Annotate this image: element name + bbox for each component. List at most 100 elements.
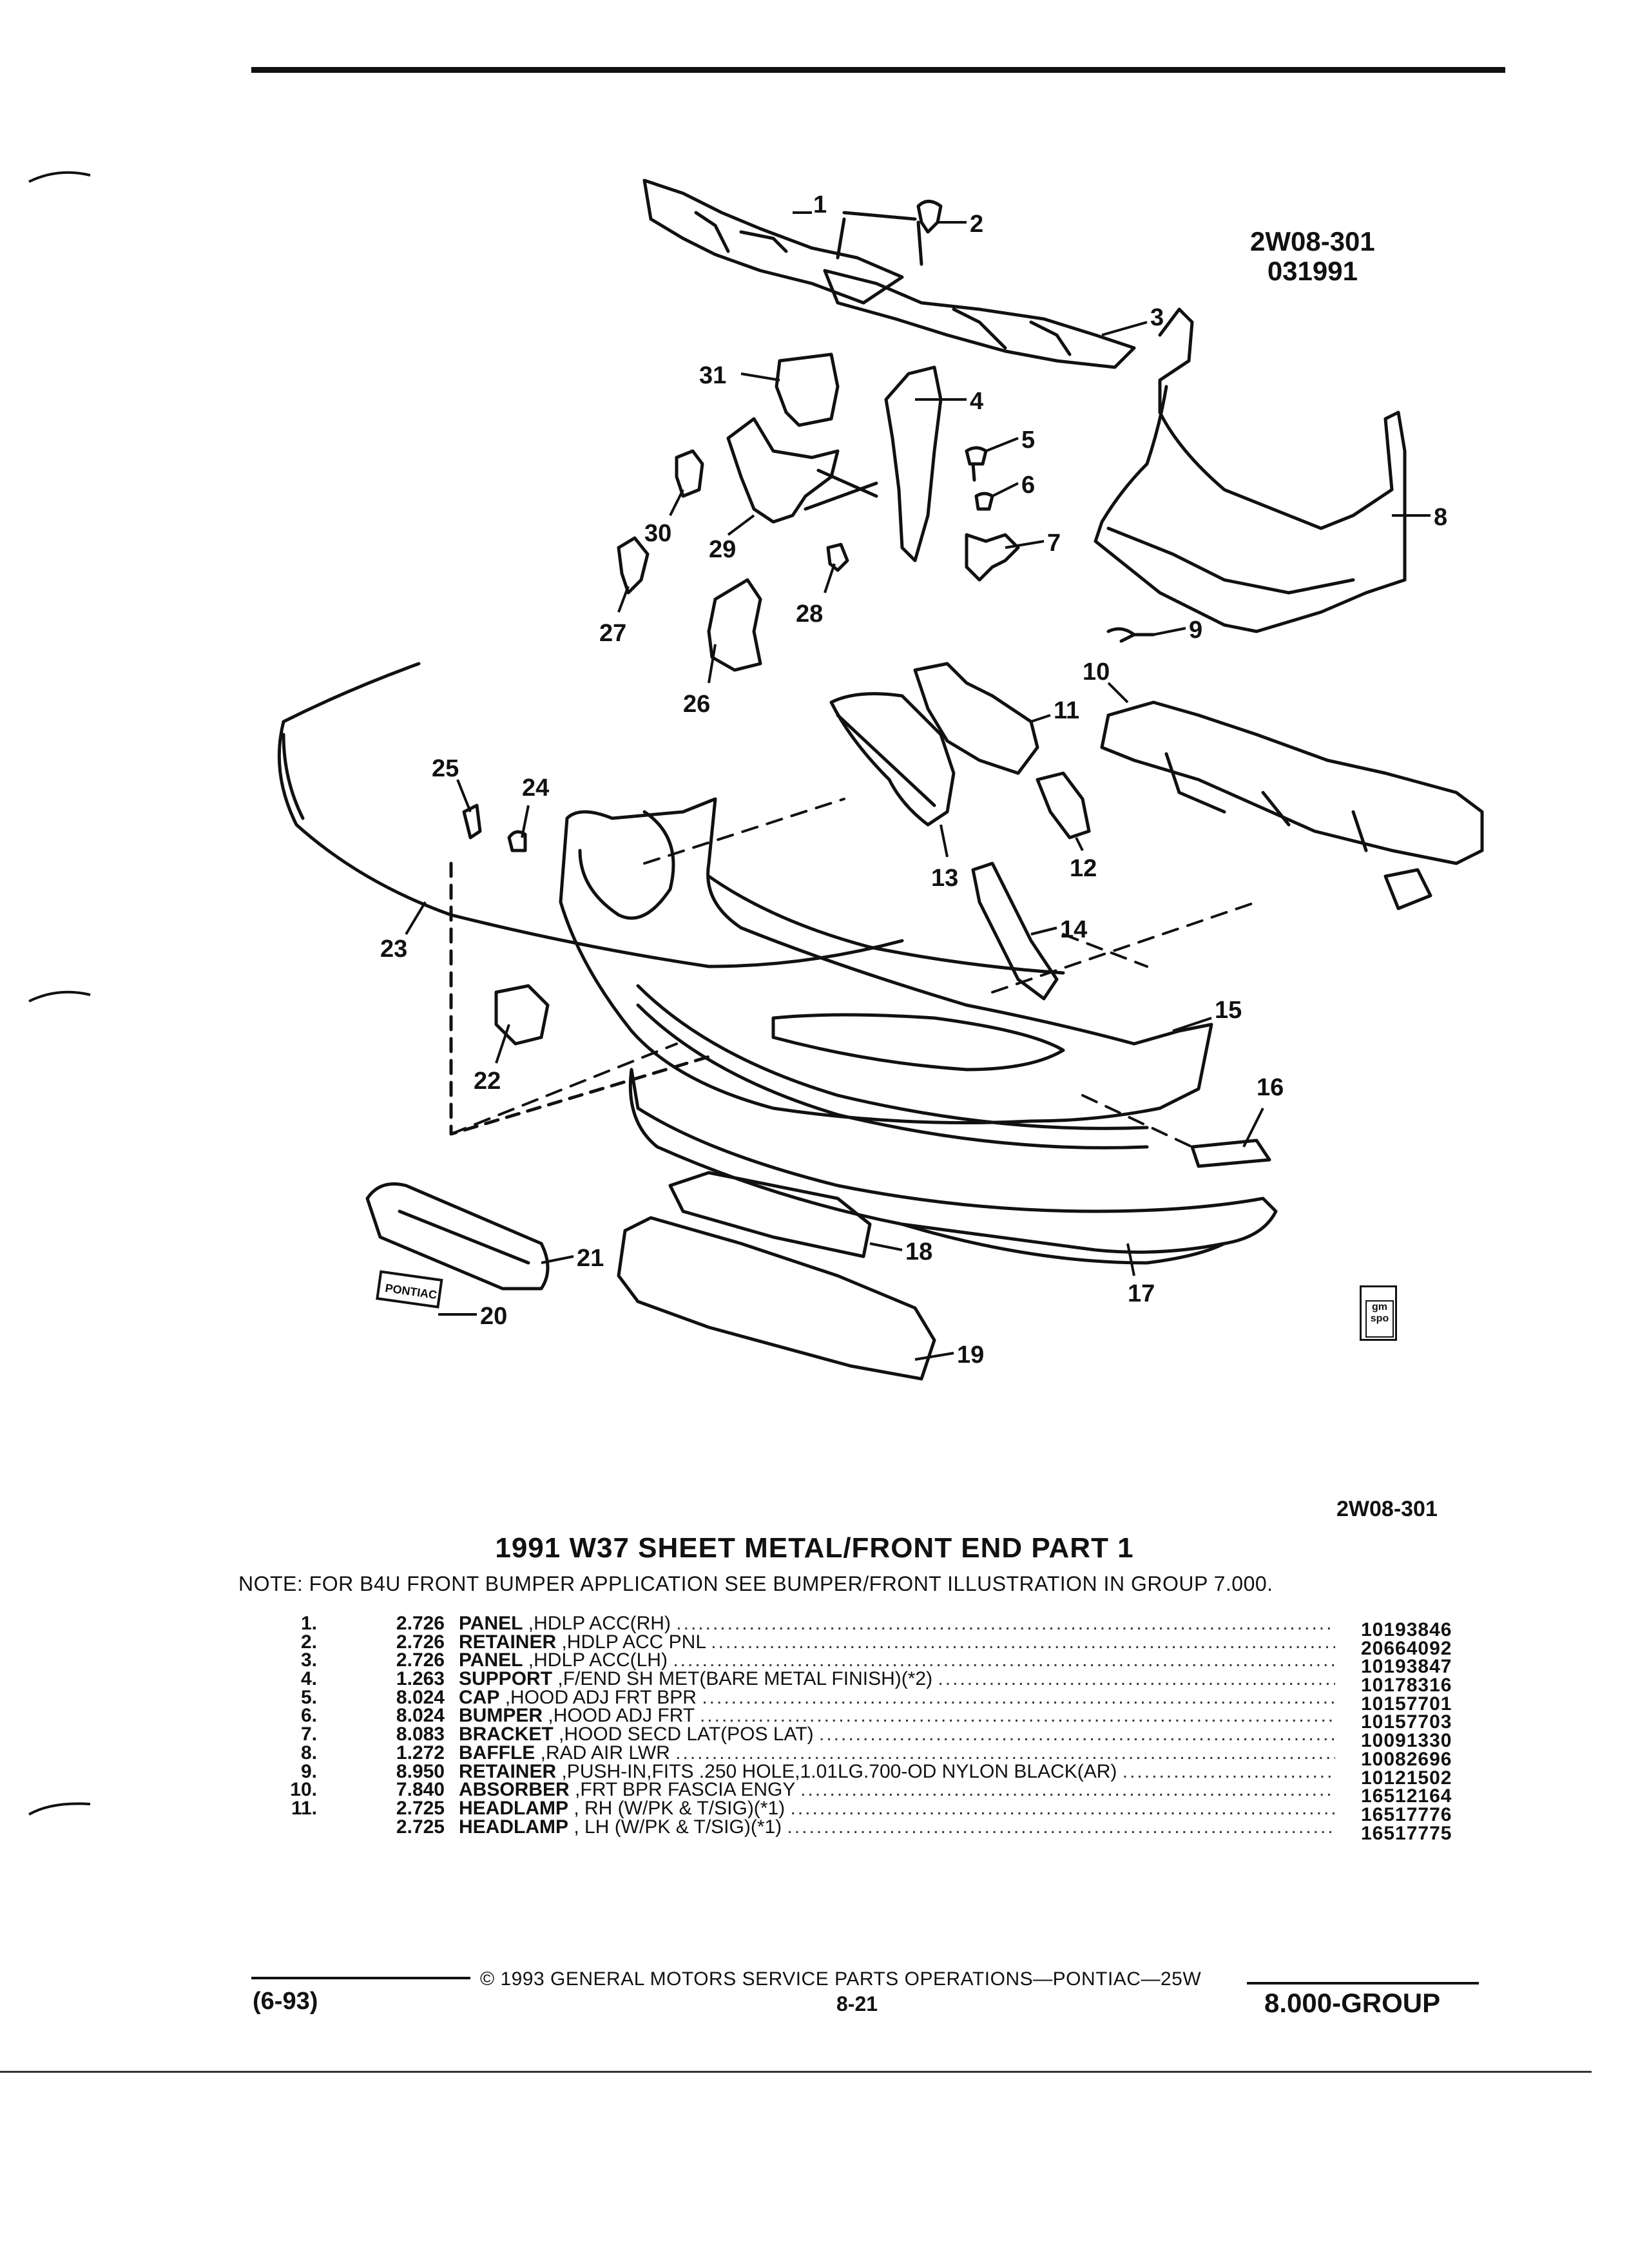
callout-3: 3 <box>1150 304 1164 331</box>
callout-6: 6 <box>1021 472 1035 499</box>
part-name: PANEL <box>459 1614 523 1633</box>
item-number: 10. <box>290 1779 317 1801</box>
note: NOTE: FOR B4U FRONT BUMPER APPLICATION S… <box>238 1572 1273 1595</box>
part-number: 10178316 <box>1361 1675 1452 1696</box>
callout-29: 29 <box>709 536 736 563</box>
exploded-parts-diagram: PONTIAC 1 2 3 <box>277 178 1484 1381</box>
lower-deflector <box>617 1216 936 1381</box>
part-number: 16512164 <box>1361 1785 1452 1807</box>
headlamp <box>829 692 956 827</box>
part-number: 20664092 <box>1361 1637 1452 1659</box>
part-description: , RH (W/PK & T/SIG)(*1) <box>574 1798 786 1818</box>
footer-rule-right <box>1247 1982 1479 1984</box>
item-number: 2. <box>300 1631 317 1653</box>
callout-13: 13 <box>931 865 958 892</box>
part-number: 10082696 <box>1361 1748 1452 1770</box>
bracket-31 <box>775 352 840 427</box>
group-number: 7.840 <box>396 1779 445 1801</box>
part-name: PANEL <box>459 1651 523 1671</box>
callout-15: 15 <box>1215 997 1242 1024</box>
page-title: 1991 W37 SHEET METAL/FRONT END PART 1 <box>495 1532 1134 1564</box>
part-description: , LH (W/PK & T/SIG)(*1) <box>574 1817 782 1837</box>
item-number: 7. <box>300 1724 317 1745</box>
part-name: HEADLAMP <box>459 1817 568 1837</box>
bottom-rule <box>0 2071 1592 2073</box>
callout-23: 23 <box>380 936 407 963</box>
group-number: 2.726 <box>396 1613 445 1634</box>
headlamp-bracket <box>913 662 1039 775</box>
callout-7: 7 <box>1047 530 1061 557</box>
parts-row: 3. 2.726 PANEL ,HDLP ACC(LH) ...........… <box>258 1651 1476 1677</box>
callout-1: 1 <box>813 191 827 218</box>
callout-18: 18 <box>905 1238 932 1265</box>
gmspo-badge-text: gm spo <box>1365 1300 1394 1338</box>
callout-24: 24 <box>522 774 549 802</box>
energy-absorber <box>1100 700 1484 865</box>
part-name: ABSORBER <box>459 1780 570 1800</box>
group-number: 8.950 <box>396 1760 445 1782</box>
part-name: SUPPORT <box>459 1669 553 1689</box>
group-number: 2.725 <box>396 1816 445 1838</box>
group-number: 8.024 <box>396 1686 445 1708</box>
gmspo-badge: gm spo <box>1360 1285 1397 1341</box>
callout-22: 22 <box>474 1068 501 1095</box>
callout-31: 31 <box>699 362 726 389</box>
callout-10: 10 <box>1083 658 1110 686</box>
callout-8: 8 <box>1434 504 1447 531</box>
item-number: 4. <box>300 1668 317 1690</box>
callout-4: 4 <box>970 388 983 415</box>
group-number: 2.725 <box>396 1797 445 1819</box>
part-description: ,HDLP ACC(LH) <box>528 1651 668 1671</box>
publication-date: (6-93) <box>253 1988 318 2015</box>
hood-bracket <box>965 533 1020 582</box>
callout-30: 30 <box>644 520 671 547</box>
item-number: 1. <box>300 1613 317 1634</box>
item-number: 6. <box>300 1705 317 1727</box>
item-number: 9. <box>300 1760 317 1782</box>
figure-id: 2W08-301 <box>1250 226 1375 256</box>
part-number: 10091330 <box>1361 1730 1452 1752</box>
callout-21: 21 <box>577 1245 604 1272</box>
retainer-hdlp <box>916 200 943 234</box>
part-name: BUMPER <box>459 1706 543 1726</box>
footer-rule-left <box>251 1977 470 1979</box>
part-name: CAP <box>459 1687 500 1707</box>
hdlp-panel-rh <box>642 178 904 305</box>
margin-mark <box>28 990 91 1003</box>
part-description: ,F/END SH MET(BARE METAL FINISH)(*2) <box>557 1669 933 1689</box>
figure-date-code: 031991 <box>1267 256 1358 286</box>
copyright: © 1993 GENERAL MOTORS SERVICE PARTS OPER… <box>480 1968 1202 1990</box>
callout-20: 20 <box>480 1303 507 1330</box>
air-baffle <box>1094 307 1407 633</box>
part-description: ,RAD AIR LWR <box>540 1743 670 1763</box>
callout-9: 9 <box>1189 617 1202 644</box>
hdlp-panel-lh <box>823 269 1136 369</box>
part-description: ,HDLP ACC(RH) <box>528 1614 671 1633</box>
parts-row: 7. 8.083 BRACKET ,HOOD SECD LAT(POS LAT)… <box>258 1724 1476 1751</box>
parts-row: 8. 1.272 BAFFLE ,RAD AIR LWR ...........… <box>258 1743 1476 1769</box>
group-number: 1.263 <box>396 1668 445 1690</box>
part-number: 10121502 <box>1361 1767 1452 1789</box>
callout-27: 27 <box>599 620 626 647</box>
part-description: ,HOOD SECD LAT(POS LAT) <box>559 1725 814 1745</box>
parts-row: 4. 1.263 SUPPORT ,F/END SH MET(BARE META… <box>258 1668 1476 1695</box>
top-rule <box>251 67 1505 73</box>
callout-17: 17 <box>1128 1280 1155 1307</box>
callout-19: 19 <box>957 1341 984 1369</box>
fascia-molding <box>277 662 904 968</box>
figure-code: 2W08-301 031991 <box>1250 227 1375 286</box>
grille-insert <box>365 1182 550 1291</box>
parts-row: 2. 2.726 RETAINER ,HDLP ACC PNL ........… <box>258 1631 1476 1658</box>
group-number: 8.024 <box>396 1705 445 1727</box>
parts-row: 6. 8.024 BUMPER ,HOOD ADJ FRT ..........… <box>258 1705 1476 1732</box>
callout-labels: 1 2 3 4 5 6 7 8 9 10 11 12 13 14 15 16 1… <box>380 191 1447 1369</box>
parts-row: 2.725 HEADLAMP , LH (W/PK & T/SIG)(*1) .… <box>258 1816 1476 1843</box>
bracket-26 <box>707 578 762 672</box>
page-number: 8-21 <box>836 1992 878 2015</box>
callout-26: 26 <box>683 691 710 718</box>
callout-2: 2 <box>970 211 983 238</box>
item-number: 11. <box>291 1797 317 1819</box>
part-number: 16517775 <box>1361 1822 1452 1844</box>
margin-mark <box>28 171 91 183</box>
callout-25: 25 <box>432 755 459 782</box>
